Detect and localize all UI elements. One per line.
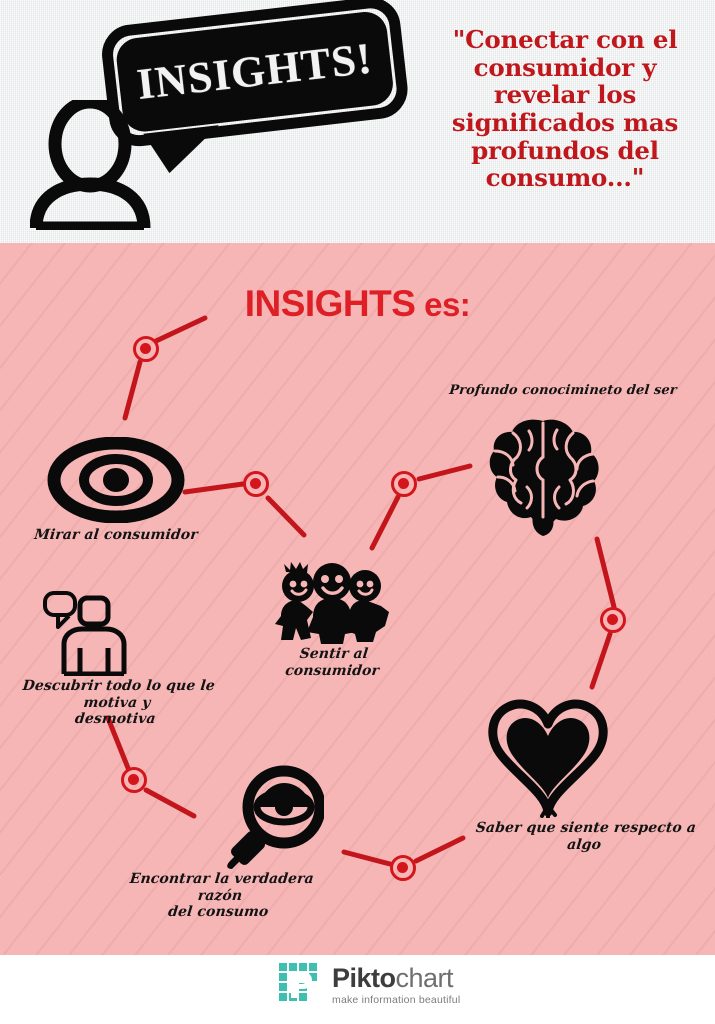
three-people-icon: [275, 562, 389, 644]
header-quote: "Conectar con el consumidor y revelar lo…: [451, 25, 679, 193]
piktochart-name-bold: Pikto: [332, 962, 396, 993]
bubble-label: INSIGHTS!: [134, 33, 375, 109]
piktochart-tagline: make information beautiful: [332, 993, 461, 1006]
person-speech-icon: [43, 591, 127, 676]
piktochart-wordmark: Piktochart make information beautiful: [332, 962, 461, 1006]
person-icon: [30, 100, 151, 230]
magnifier-eye-icon: [227, 765, 324, 869]
item-descubrir: [42, 590, 130, 676]
item-saber-caption: Saber que siente respecto a algo: [474, 820, 697, 853]
item-sentir-caption: Sentir al consumidor: [284, 646, 380, 679]
item-encontrar-caption: Encontrar la verdadera razón del consumo: [128, 871, 315, 921]
piktochart-logo[interactable]: Piktochart make information beautiful: [279, 963, 460, 1007]
connector-node: [600, 607, 626, 633]
item-sentir: [273, 562, 391, 644]
page-title-strong: INSIGHTS: [244, 283, 416, 324]
item-profundo: [489, 417, 601, 537]
item-saber: [484, 694, 612, 818]
page-title-sub: es:: [415, 286, 471, 323]
connector-node: [390, 855, 416, 881]
item-profundo-caption: Profundo conocimineto del ser: [448, 383, 678, 398]
heart-icon: [488, 699, 608, 818]
connector-node: [133, 336, 159, 362]
item-mirar: [47, 437, 185, 523]
item-mirar-caption: Mirar al consumidor: [33, 527, 199, 543]
connector-node: [121, 767, 147, 793]
page-title: INSIGHTS es:: [0, 283, 715, 325]
footer-band: Piktochart make information beautiful: [0, 955, 715, 1024]
speech-bubble-icon: INSIGHTS!: [98, 0, 426, 179]
piktochart-name: Piktochart: [332, 962, 460, 993]
connector-node: [243, 471, 269, 497]
connector-node: [391, 471, 417, 497]
header-band: INSIGHTS! "Conectar con el consumidor y …: [0, 0, 715, 243]
item-descubrir-caption: Descubrir todo lo que le motiva y desmot…: [21, 678, 216, 728]
piktochart-name-light: chart: [395, 962, 454, 993]
piktochart-logo-icon: [279, 963, 317, 1001]
item-encontrar: [222, 765, 324, 869]
eye-icon: [47, 437, 185, 523]
brain-icon: [489, 419, 599, 536]
